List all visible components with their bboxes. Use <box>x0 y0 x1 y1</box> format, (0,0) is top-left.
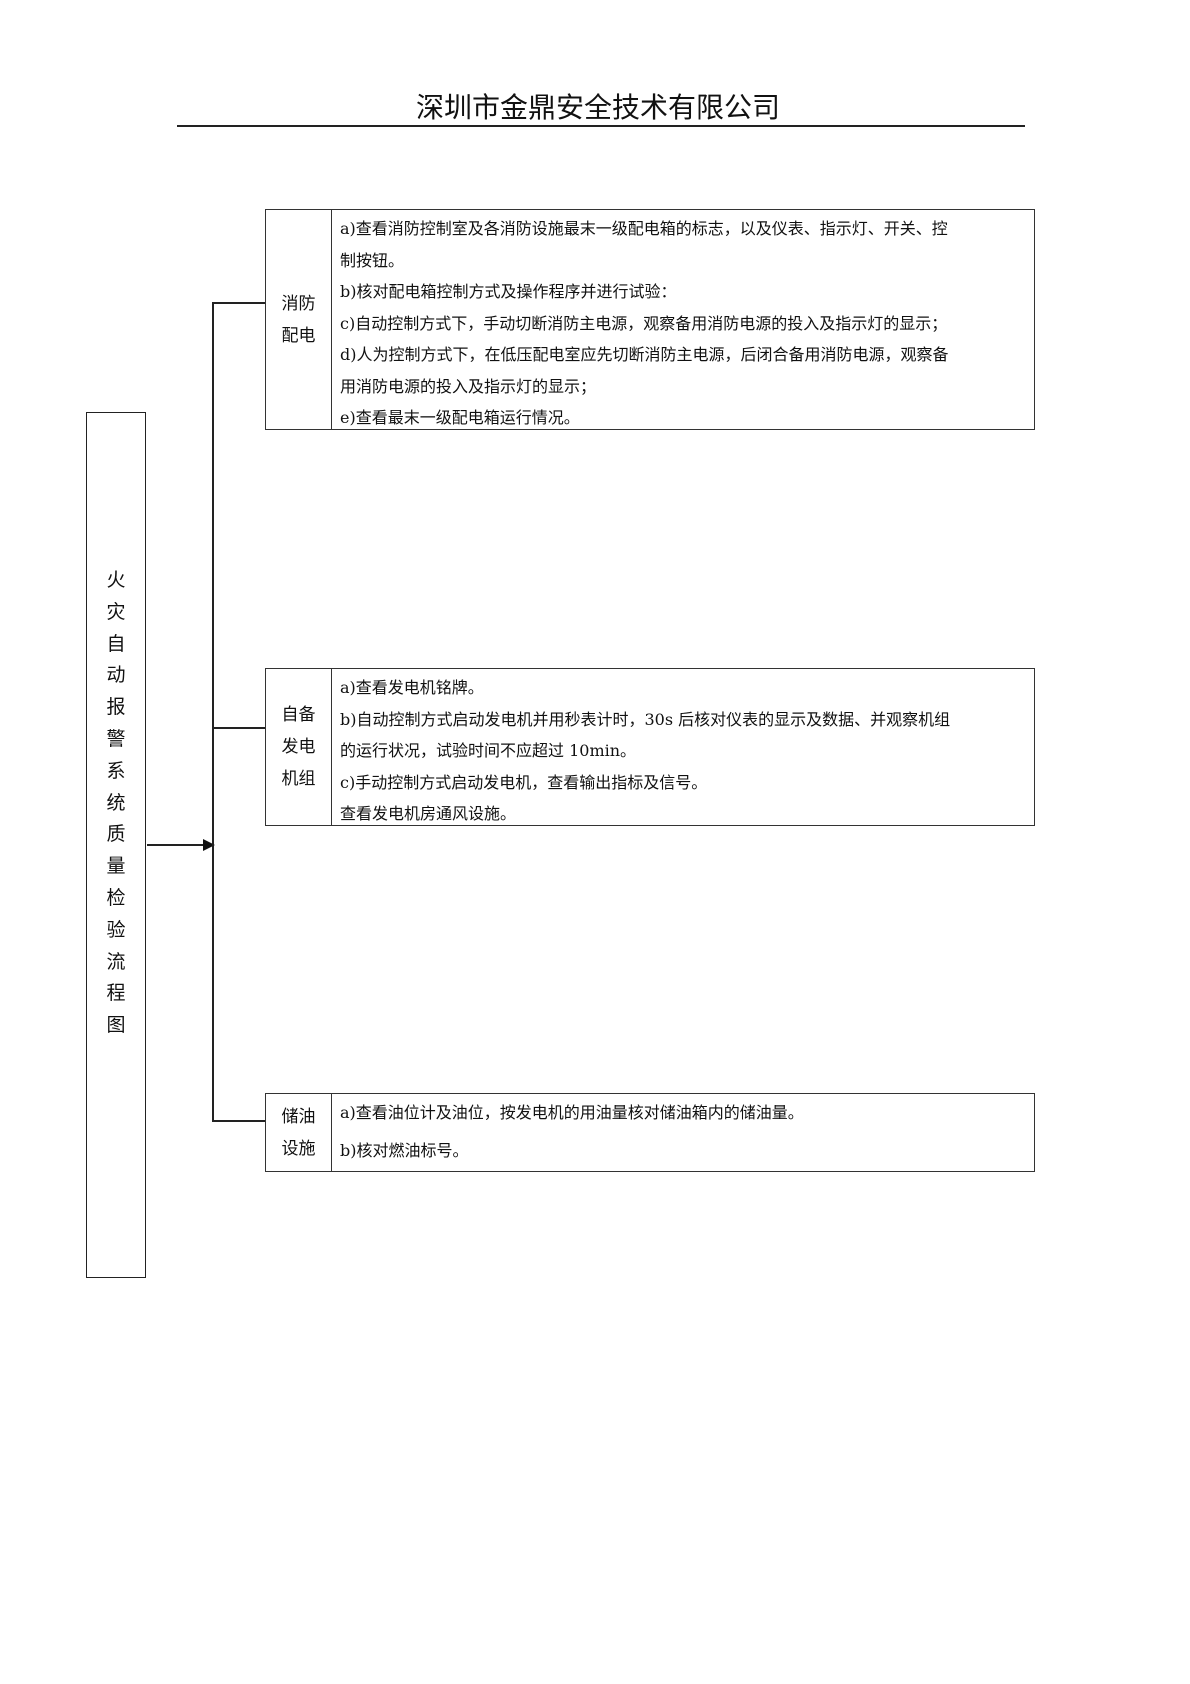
section-text-line: c)自动控制方式下，手动切断消防主电源，观察备用消防电源的投入及指示灯的显示； <box>340 313 948 333</box>
section-text-line: 的运行状况，试验时间不应超过 10min。 <box>340 741 637 760</box>
section-label: 消防配电 <box>266 210 332 429</box>
section-fire-power-distribution: 消防配电 a)查看消防控制室及各消防设施最末一级配电箱的标志，以及仪表、指示灯、… <box>265 209 1035 430</box>
root-title-char: 火 <box>106 569 126 591</box>
section-text-line: b)自动控制方式启动发电机并用秒表计时，30s 后核对仪表的显示及数据、并观察机… <box>340 709 951 729</box>
section-label-line: 储油 <box>281 1106 316 1127</box>
root-title-char: 图 <box>106 1014 126 1037</box>
section-label: 储油设施 <box>266 1094 332 1171</box>
root-title-char: 流 <box>106 950 126 973</box>
branch-connector <box>212 1120 265 1122</box>
root-title-char: 质 <box>106 823 126 846</box>
section-text-line: 查看发电机房通风设施。 <box>340 804 517 823</box>
section-content: a)查看油位计及油位，按发电机的用油量核对储油箱内的储油量。 b)核对燃油标号。 <box>332 1094 1034 1171</box>
branch-connector <box>212 302 265 304</box>
connector-vertical <box>212 302 214 1122</box>
section-text-line: a)查看油位计及油位，按发电机的用油量核对储油箱内的储油量。 <box>340 1103 804 1122</box>
root-title-char: 报 <box>106 696 126 719</box>
section-label: 自备发电机组 <box>266 669 332 825</box>
section-text-line: 制按钮。 <box>340 250 405 270</box>
section-text-line: b)核对配电箱控制方式及操作程序并进行试验： <box>340 282 677 301</box>
section-label-line: 设施 <box>281 1138 316 1159</box>
section-content: a)查看消防控制室及各消防设施最末一级配电箱的标志，以及仪表、指示灯、开关、控制… <box>332 210 1034 429</box>
section-text-line: c)手动控制方式启动发电机，查看输出指标及信号。 <box>340 772 708 792</box>
section-text-line: b)核对燃油标号。 <box>340 1141 469 1160</box>
root-title-char: 灾 <box>106 600 126 623</box>
root-title-char: 系 <box>106 759 126 782</box>
section-label-line: 配电 <box>281 325 316 346</box>
section-label-line: 发电 <box>281 737 316 757</box>
section-label-line: 消防 <box>281 293 316 314</box>
section-text-line: 用消防电源的投入及指示灯的显示； <box>340 376 597 396</box>
section-content: a)查看发电机铭牌。 b)自动控制方式启动发电机并用秒表计时，30s 后核对仪表的… <box>332 669 1034 825</box>
section-text-line: e)查看最末一级配电箱运行情况。 <box>340 408 580 427</box>
section-backup-generator: 自备发电机组 a)查看发电机铭牌。 b)自动控制方式启动发电机并用秒表计时，30s… <box>265 668 1035 826</box>
connector-horizontal <box>147 844 205 846</box>
section-label-line: 自备 <box>281 705 316 725</box>
branch-connector <box>212 727 265 729</box>
title-underline <box>177 125 1025 127</box>
root-title-char: 统 <box>106 791 126 814</box>
root-title-char: 警 <box>106 727 126 750</box>
flowchart-root-box: 火灾自动报警系统质量检验流程图 <box>86 412 146 1278</box>
section-label-line: 机组 <box>281 769 316 789</box>
root-title-char: 动 <box>106 664 126 687</box>
section-text-line: d)人为控制方式下，在低压配电室应先切断消防主电源，后闭合备用消防电源，观察备 <box>340 345 949 364</box>
root-title-char: 验 <box>106 918 126 941</box>
root-title-char: 检 <box>106 886 126 909</box>
root-title-char: 自 <box>106 632 126 655</box>
section-oil-storage: 储油设施 a)查看油位计及油位，按发电机的用油量核对储油箱内的储油量。 b)核对燃… <box>265 1093 1035 1172</box>
root-title-char: 程 <box>106 982 126 1005</box>
section-text-line: a)查看发电机铭牌。 <box>340 678 484 697</box>
flowchart-root-title: 火灾自动报警系统质量检验流程图 <box>87 565 145 1042</box>
company-title: 深圳市金鼎安全技术有限公司 <box>415 91 780 124</box>
section-text-line: a)查看消防控制室及各消防设施最末一级配电箱的标志，以及仪表、指示灯、开关、控 <box>340 219 948 238</box>
root-title-char: 量 <box>106 855 126 878</box>
